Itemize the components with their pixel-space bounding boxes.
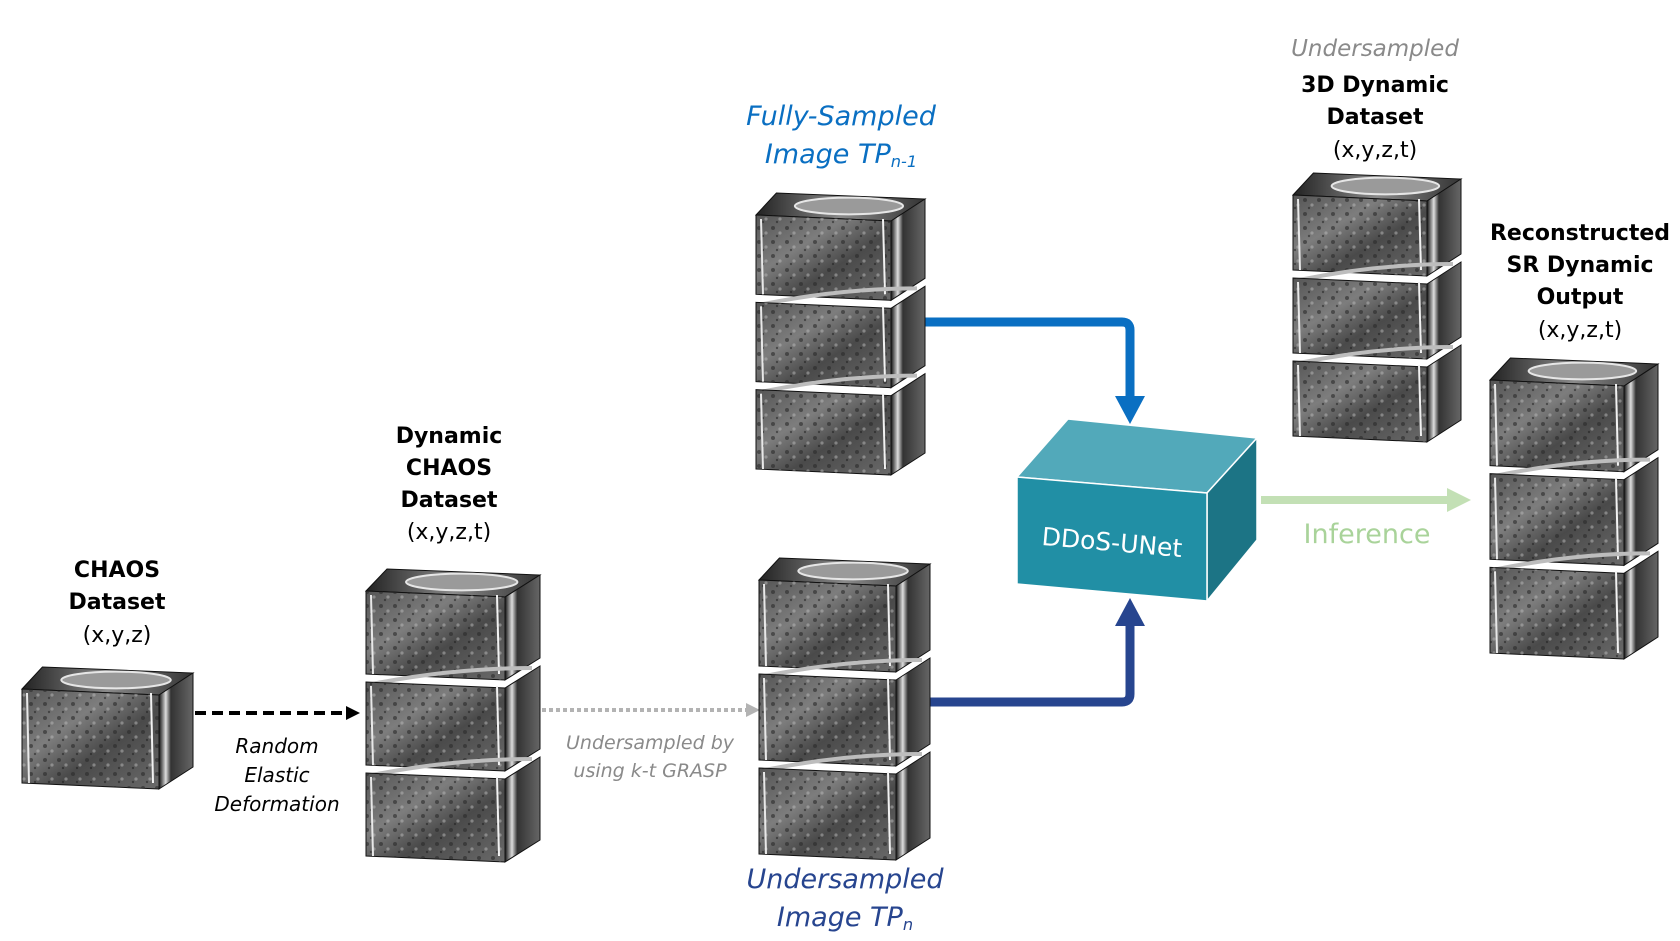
undersampled-3d-prefix: Undersampled [1291,36,1459,62]
reconstructed-title-3: Output [1536,285,1624,310]
arrowhead-icon [1447,488,1471,512]
chaos-volume-stack [20,666,195,790]
undersampled-3d-title-2: Dataset [1326,105,1424,130]
mri-volume [1291,172,1463,277]
mri-volume [365,756,541,863]
elastic-label-2: Elastic [244,763,310,787]
arrowhead-icon [346,706,360,720]
mri-axial-slice [60,670,172,690]
dynamic-chaos-title-2: CHAOS [405,456,493,481]
dynamic-chaos-dims: (x,y,z,t) [406,520,492,545]
grasp-label-1: Undersampled by [566,732,734,754]
mri-volume [755,372,926,476]
mri-volume [755,285,926,389]
mri-axial-slice [1527,361,1638,381]
arrowhead-icon [746,703,760,717]
mri-volume [758,751,931,861]
mri-volume [758,657,931,767]
reconstructed-volume-stack [1488,357,1660,660]
mri-axial-slice [793,196,905,216]
fully-sampled-label-2: Image TPn-1 [764,139,918,172]
undersampled-tpn-volume-stack [757,557,932,861]
mri-axial-slice [1330,176,1441,196]
chaos-title-2: Dataset [68,590,166,615]
mri-volume [1292,261,1462,360]
mri-volume [1489,550,1659,660]
mri-volume [1488,357,1660,473]
inference-label: Inference [1303,519,1431,550]
mri-axial-slice [405,572,519,592]
dynamic-chaos-title-3: Dataset [400,488,498,513]
ddos-unet-model-block [1015,418,1259,604]
reconstructed-dims: (x,y,z,t) [1537,318,1623,343]
mri-volume [1489,456,1659,567]
grasp-label-2: using k-t GRASP [573,760,727,782]
mri-volume [1292,344,1462,443]
mri-volume [365,665,541,772]
fully-sampled-volume-stack [754,192,927,476]
mri-volume [757,557,932,673]
edge-kt-grasp [542,703,760,717]
reconstructed-title-2: SR Dynamic [1506,253,1654,278]
edge-elastic-deformation [195,706,360,720]
dynamic-chaos-title-1: Dynamic [395,424,503,449]
edge-inference [1261,488,1471,512]
edge-current-input [923,598,1145,707]
mri-volume [20,666,195,790]
mri-volume [364,568,542,681]
reconstructed-title-1: Reconstructed [1489,221,1671,246]
chaos-title-1: CHAOS [73,558,161,583]
edge-prior-input [921,317,1145,424]
elastic-label-1: Random [235,734,319,758]
chaos-dims: (x,y,z) [82,623,152,648]
elastic-label-3: Deformation [214,792,340,816]
arrowhead-icon [1115,598,1145,626]
undersampled-3d-volume-stack [1291,172,1463,443]
undersampled-tpn-label-1: Undersampled [746,864,944,895]
mri-axial-slice [797,561,909,581]
undersampled-3d-dims: (x,y,z,t) [1332,138,1418,163]
undersampled-tpn-label-2: Image TPn [776,902,914,935]
undersampled-3d-title-1: 3D Dynamic [1301,73,1449,98]
arrowhead-icon [1115,396,1145,424]
dynamic-chaos-volume-stack [364,568,542,863]
fully-sampled-label-1: Fully-Sampled [746,101,936,132]
mri-volume [754,192,927,302]
